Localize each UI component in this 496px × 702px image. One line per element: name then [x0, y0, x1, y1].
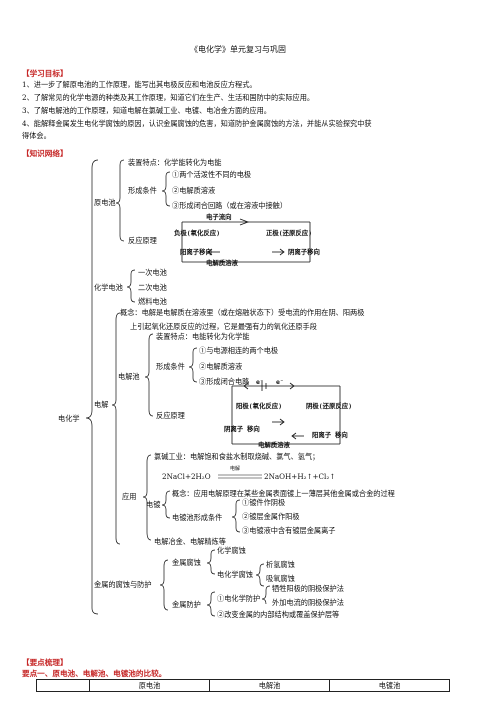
sacrificial-anode-protection: 牺牲阳极的阴极保护法 — [272, 584, 344, 593]
comparison-table: 原电池 电解池 电镀池 — [36, 679, 450, 692]
galvanic-electron-flow: 电子流向 — [206, 213, 232, 221]
galvanic-negative-electrode: 负极(氧化反应) — [174, 229, 221, 237]
plating-condition-1: ①镀件作阴极 — [242, 498, 286, 507]
key-points-heading: 【要点梳理】 — [22, 658, 68, 667]
electrolytic-condition-1: ①与电源相连的两个电极 — [199, 346, 279, 355]
table-header-cell — [36, 679, 90, 692]
plating-concept: 概念：应用电解原理在某些金属表面镀上一薄层其他金属或合金的过程 — [172, 489, 395, 498]
table-header-cell: 电镀池 — [329, 679, 450, 692]
metal-corrosion-label: 金属腐蚀 — [172, 558, 201, 567]
electrolytic-conditions-label: 形成条件 — [156, 362, 185, 371]
key-point-1: 要点一、原电池、电解池、电镀池的比较。 — [22, 669, 167, 678]
electrolytic-electron-left: e⁻ — [256, 378, 264, 386]
electrolytic-condition-2: ②电解质溶液 — [199, 362, 243, 371]
goal-item-3: 3、了解电解池的工作原理，知道电解在氯碱工业、电镀、电冶金方面的应用。 — [22, 106, 271, 115]
electrolytic-principle-label: 反应原理 — [156, 411, 185, 420]
battery-secondary: 二次电池 — [138, 283, 167, 292]
learning-goals-heading: 【学习目标】 — [22, 69, 68, 78]
electrolytic-cation-move: 阳离子 移向 — [312, 431, 348, 439]
electrolytic-device-feature: 装置特点：电能转化为化学能 — [156, 332, 250, 341]
galvanic-device-feature: 装置特点：化学能转化为电能 — [128, 158, 222, 167]
galvanic-cell-label: 原电池 — [94, 198, 116, 207]
equation-condition: 电解 — [230, 466, 241, 472]
hydrogen-evolution-corrosion: 析氢腐蚀 — [266, 560, 295, 569]
plating-label: 电镀 — [146, 500, 161, 509]
impressed-current-protection: 外加电流的阴极保护法 — [272, 598, 344, 607]
electrolytic-condition-3: ③形成闭合电路 — [199, 377, 250, 386]
metal-protection-label: 金属防护 — [172, 600, 201, 609]
table-header-cell: 原电池 — [89, 679, 210, 692]
electrochemical-protection-label: ①电化学防护 — [217, 594, 261, 603]
electrolytic-electron-right: e⁻ — [276, 378, 284, 386]
page-title: 《电化学》单元复习与巩固 — [190, 45, 286, 54]
corrosion-protection-label: 金属的腐蚀与防护 — [94, 580, 152, 589]
plating-condition-2: ②镀层金属作阳极 — [242, 512, 300, 521]
electrolytic-anion-move: 阴离子 移向 — [224, 425, 260, 433]
galvanic-positive-electrode: 正极(还原反应) — [266, 229, 313, 237]
plating-conditions-label: 电镀池形成条件 — [172, 513, 223, 522]
galvanic-condition-2: ②电解质溶液 — [172, 186, 216, 195]
electrolytic-cell-label: 电解池 — [118, 372, 140, 381]
goal-item-4-cont: 得体会。 — [22, 131, 51, 140]
electrolytic-solution: 电解质溶液 — [258, 441, 290, 449]
application-label: 应用 — [122, 492, 137, 501]
equation-right: 2NaOH+H₂↑+Cl₂↑ — [264, 472, 336, 481]
electrolytic-anode: 阳极(氧化反应) — [236, 402, 283, 410]
chlor-alkali-industry: 氯碱工业：电解饱和食盐水制取烧碱、氯气、氢气； — [154, 452, 320, 461]
electrolysis-concept-2: 上引起氧化还原反应的过程，它是最强有力的氧化还原手段 — [130, 322, 317, 331]
electrolytic-cathode: 阴极(还原反应) — [306, 402, 353, 410]
electro-metallurgy: 电解冶金、电解精炼等 — [154, 537, 226, 546]
goal-item-2: 2、了解常见的化学电源的种类及其工作原理，知道它们在生产、生活和国防中的实际应用… — [22, 93, 315, 102]
plating-condition-3: ③电镀液中含有镀层金属离子 — [242, 526, 336, 535]
electrochemical-corrosion-label: 电化学腐蚀 — [217, 570, 253, 579]
chemical-corrosion: 化学腐蚀 — [217, 546, 246, 555]
galvanic-condition-3: ③形成闭合回路（或在溶液中接触） — [172, 201, 288, 210]
goal-item-4: 4、能解释金属发生电化学腐蚀的原因，认识金属腐蚀的危害，知道防护金属腐蚀的方法，… — [22, 119, 372, 128]
galvanic-solution: 电解质溶液 — [206, 259, 238, 267]
galvanic-conditions-label: 形成条件 — [128, 186, 157, 195]
galvanic-cation-move: 阳离子移向 — [180, 248, 212, 256]
battery-fuel: 燃料电池 — [138, 297, 167, 306]
galvanic-principle-label: 反应原理 — [128, 236, 157, 245]
electrolysis-concept-1: 概念：电解是电解质在溶液里（或在熔融状态下）受电流的作用在阴、阳两极 — [120, 308, 365, 317]
other-protection: ②改变金属的内部结构或覆盖保护层等 — [217, 610, 340, 619]
equation-left: 2NaCl+2H₂O — [162, 472, 211, 481]
table-header-row: 原电池 电解池 电镀池 — [36, 679, 450, 692]
chemical-battery-label: 化学电池 — [94, 283, 123, 292]
goal-item-1: 1、进一步了解原电池的工作原理，能写出其电极反应和电池反应方程式。 — [22, 80, 257, 89]
galvanic-condition-1: ①两个活泼性不同的电极 — [172, 170, 252, 179]
oxygen-absorption-corrosion: 吸氧腐蚀 — [266, 574, 295, 583]
root-electrochemistry: 电化学 — [58, 414, 80, 423]
table-header-cell: 电解池 — [209, 679, 330, 692]
knowledge-network-heading: 【知识网络】 — [22, 149, 68, 158]
battery-primary: 一次电池 — [138, 268, 167, 277]
galvanic-anion-move: 阴离子移向 — [288, 248, 320, 256]
electrolysis-label: 电解 — [94, 400, 109, 409]
